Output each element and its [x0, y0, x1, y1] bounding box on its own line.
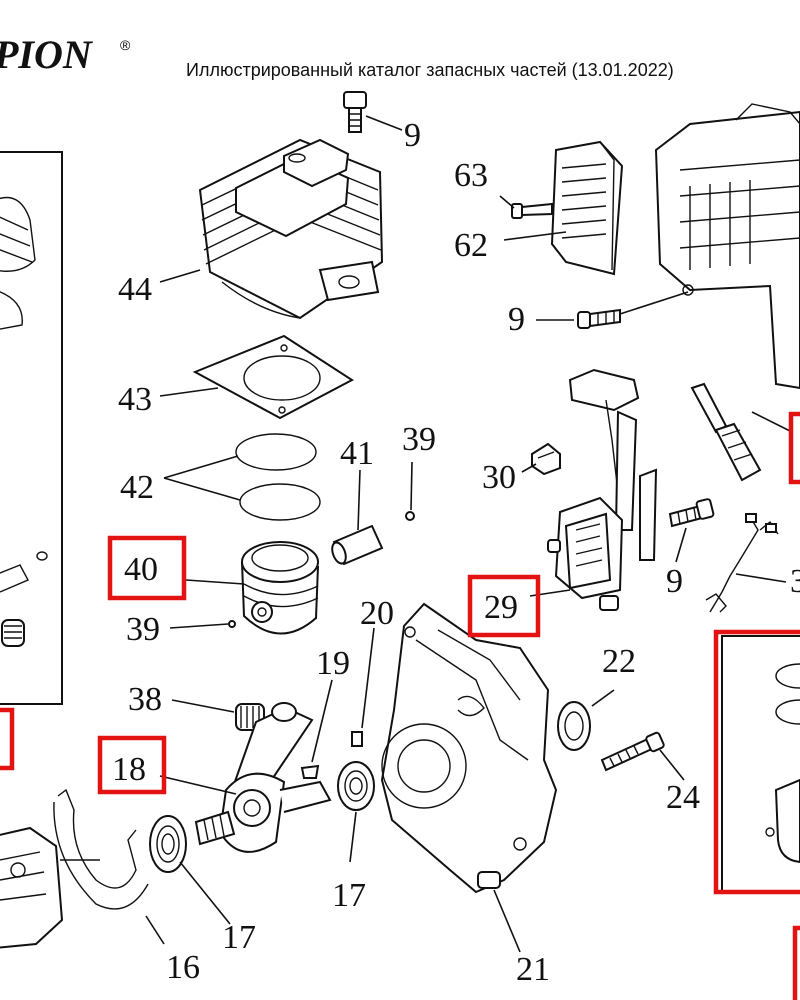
- air-cover-screw: [511, 202, 553, 219]
- left-inset-panel: [0, 151, 63, 705]
- callout-17-left: 17: [222, 919, 256, 956]
- highlight-right-upper: [788, 411, 800, 485]
- spark-plug: [690, 382, 762, 482]
- callout-19: 19: [316, 645, 350, 682]
- crankshaft: [194, 702, 332, 853]
- highlight-right-inset: [713, 629, 800, 895]
- highlight-29: [467, 574, 541, 638]
- piston-clip: [405, 511, 415, 521]
- brand-logo: PION: [0, 32, 94, 77]
- callout-40: 40: [124, 551, 158, 588]
- callout-16: 16: [166, 949, 200, 986]
- highlight-right-lower: [792, 925, 800, 1000]
- right-inset-panel: [721, 635, 800, 893]
- callout-20: 20: [360, 595, 394, 632]
- callout-38: 38: [128, 681, 162, 718]
- crankcase: [380, 602, 558, 894]
- callout-18: 18: [112, 751, 146, 788]
- callout-39-pin: 39: [126, 611, 160, 648]
- callout-63: 63: [454, 157, 488, 194]
- callout-30: 30: [482, 459, 516, 496]
- bearing-mid: [337, 761, 375, 811]
- highlight-18: [97, 735, 167, 795]
- air-filter-cover: [550, 140, 624, 276]
- wire-harness: [705, 513, 779, 613]
- highlight-40: [107, 535, 187, 601]
- catalog-title: Иллюстрированный каталог запасных частей…: [186, 60, 674, 80]
- brand-registered-mark: ®: [120, 37, 131, 53]
- piston-pin: [331, 524, 384, 566]
- callout-62: 62: [454, 227, 488, 264]
- callout-17-mid: 17: [332, 877, 366, 914]
- highlight-left-edge: [0, 707, 15, 771]
- callout-44: 44: [118, 271, 152, 308]
- callout-29: 29: [484, 589, 518, 626]
- lead-clip: [531, 442, 561, 476]
- callout-39-top: 39: [402, 421, 436, 458]
- coil-screw: [668, 498, 715, 528]
- ignition-coil: [547, 368, 658, 611]
- piston: [241, 541, 319, 635]
- bearing-left: [149, 815, 187, 873]
- dowel-pin: [351, 731, 363, 747]
- cylinder-shroud: [654, 103, 800, 390]
- callout-9-ignition: 9: [666, 563, 683, 600]
- callout-9-screw: 9: [508, 301, 525, 338]
- woodruff-key: [300, 764, 320, 779]
- callout-9-bolt: 9: [404, 117, 421, 154]
- callout-21: 21: [516, 951, 550, 988]
- callout-24: 24: [666, 779, 700, 816]
- left-engine-partial: [0, 826, 64, 949]
- cylinder: [198, 138, 384, 320]
- cylinder-gasket: [192, 334, 354, 420]
- crankcase-gasket: [53, 788, 149, 910]
- callout-43: 43: [118, 381, 152, 418]
- callout-42: 42: [120, 469, 154, 506]
- cylinder-bolt: [343, 91, 367, 133]
- callout-41: 41: [340, 435, 374, 472]
- shroud-screw: [577, 308, 621, 329]
- callout-22: 22: [602, 643, 636, 680]
- callout-3-partial: 3: [790, 563, 800, 600]
- piston-rings: [235, 433, 321, 521]
- crankcase-screw: [600, 731, 665, 772]
- oil-seal: [557, 701, 591, 751]
